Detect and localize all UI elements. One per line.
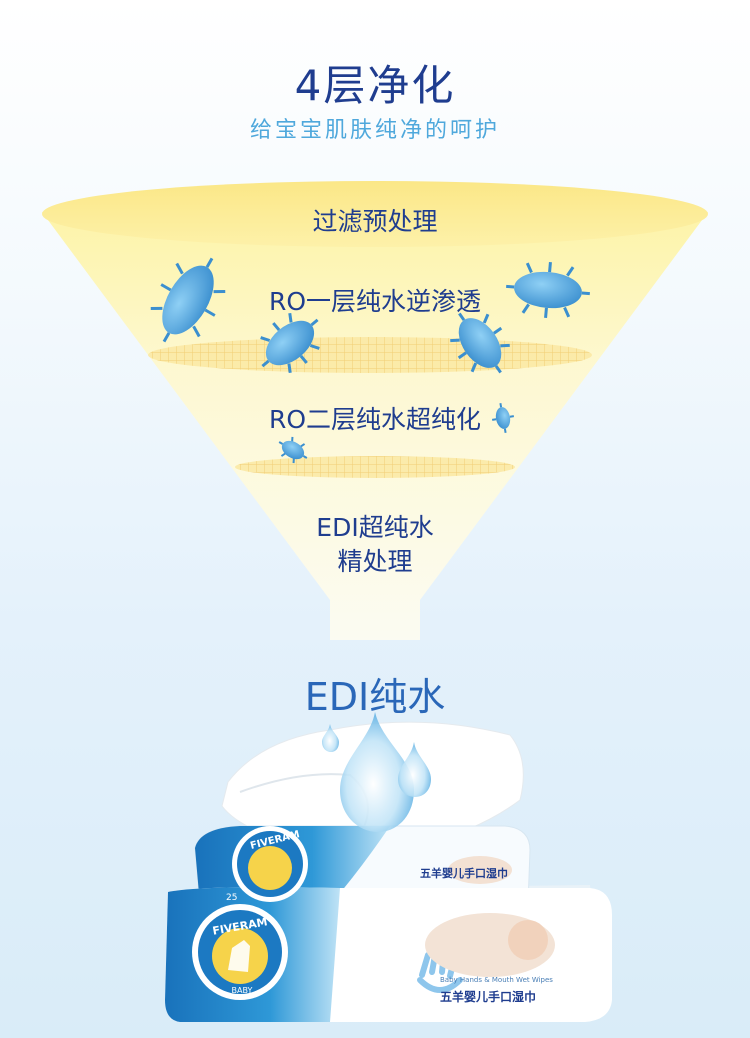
bacteria-icon xyxy=(450,312,510,374)
bacteria-icon xyxy=(260,312,320,374)
bacteria-icon xyxy=(278,436,308,464)
stage-3-label: RO二层纯水超纯化 xyxy=(268,405,482,434)
water-drop-icon xyxy=(398,742,431,797)
page-title: 4层净化 xyxy=(294,61,456,110)
water-drop-icon xyxy=(322,724,339,752)
bacteria-icon xyxy=(150,257,226,343)
filter-layer-1 xyxy=(148,337,592,373)
stage-1-label: 过滤预处理 xyxy=(312,207,438,236)
product-name-en: Baby Hands & Mouth Wet Wipes xyxy=(440,976,553,984)
filter-layer-2 xyxy=(235,456,515,478)
stage-4-label: EDI超纯水 xyxy=(316,513,434,542)
stage-4-sublabel: 精处理 xyxy=(337,547,413,576)
wipe-count: 25 xyxy=(226,893,238,903)
product-name-cn: 五羊婴儿手口湿巾 xyxy=(440,990,537,1004)
output-label: EDI纯水 xyxy=(304,675,446,719)
water-drop-icon xyxy=(340,712,414,832)
brand-logo-subtext: BABY xyxy=(231,986,253,995)
funnel-top-rim xyxy=(42,181,708,247)
bacteria-icon xyxy=(506,261,590,319)
bacteria-icon xyxy=(491,403,515,433)
page-subtitle: 给宝宝肌肤纯净的呵护 xyxy=(249,118,500,143)
product-name-cn-lid: 五羊婴儿手口湿巾 xyxy=(420,867,508,880)
stage-2-label: RO一层纯水逆渗透 xyxy=(268,287,482,316)
